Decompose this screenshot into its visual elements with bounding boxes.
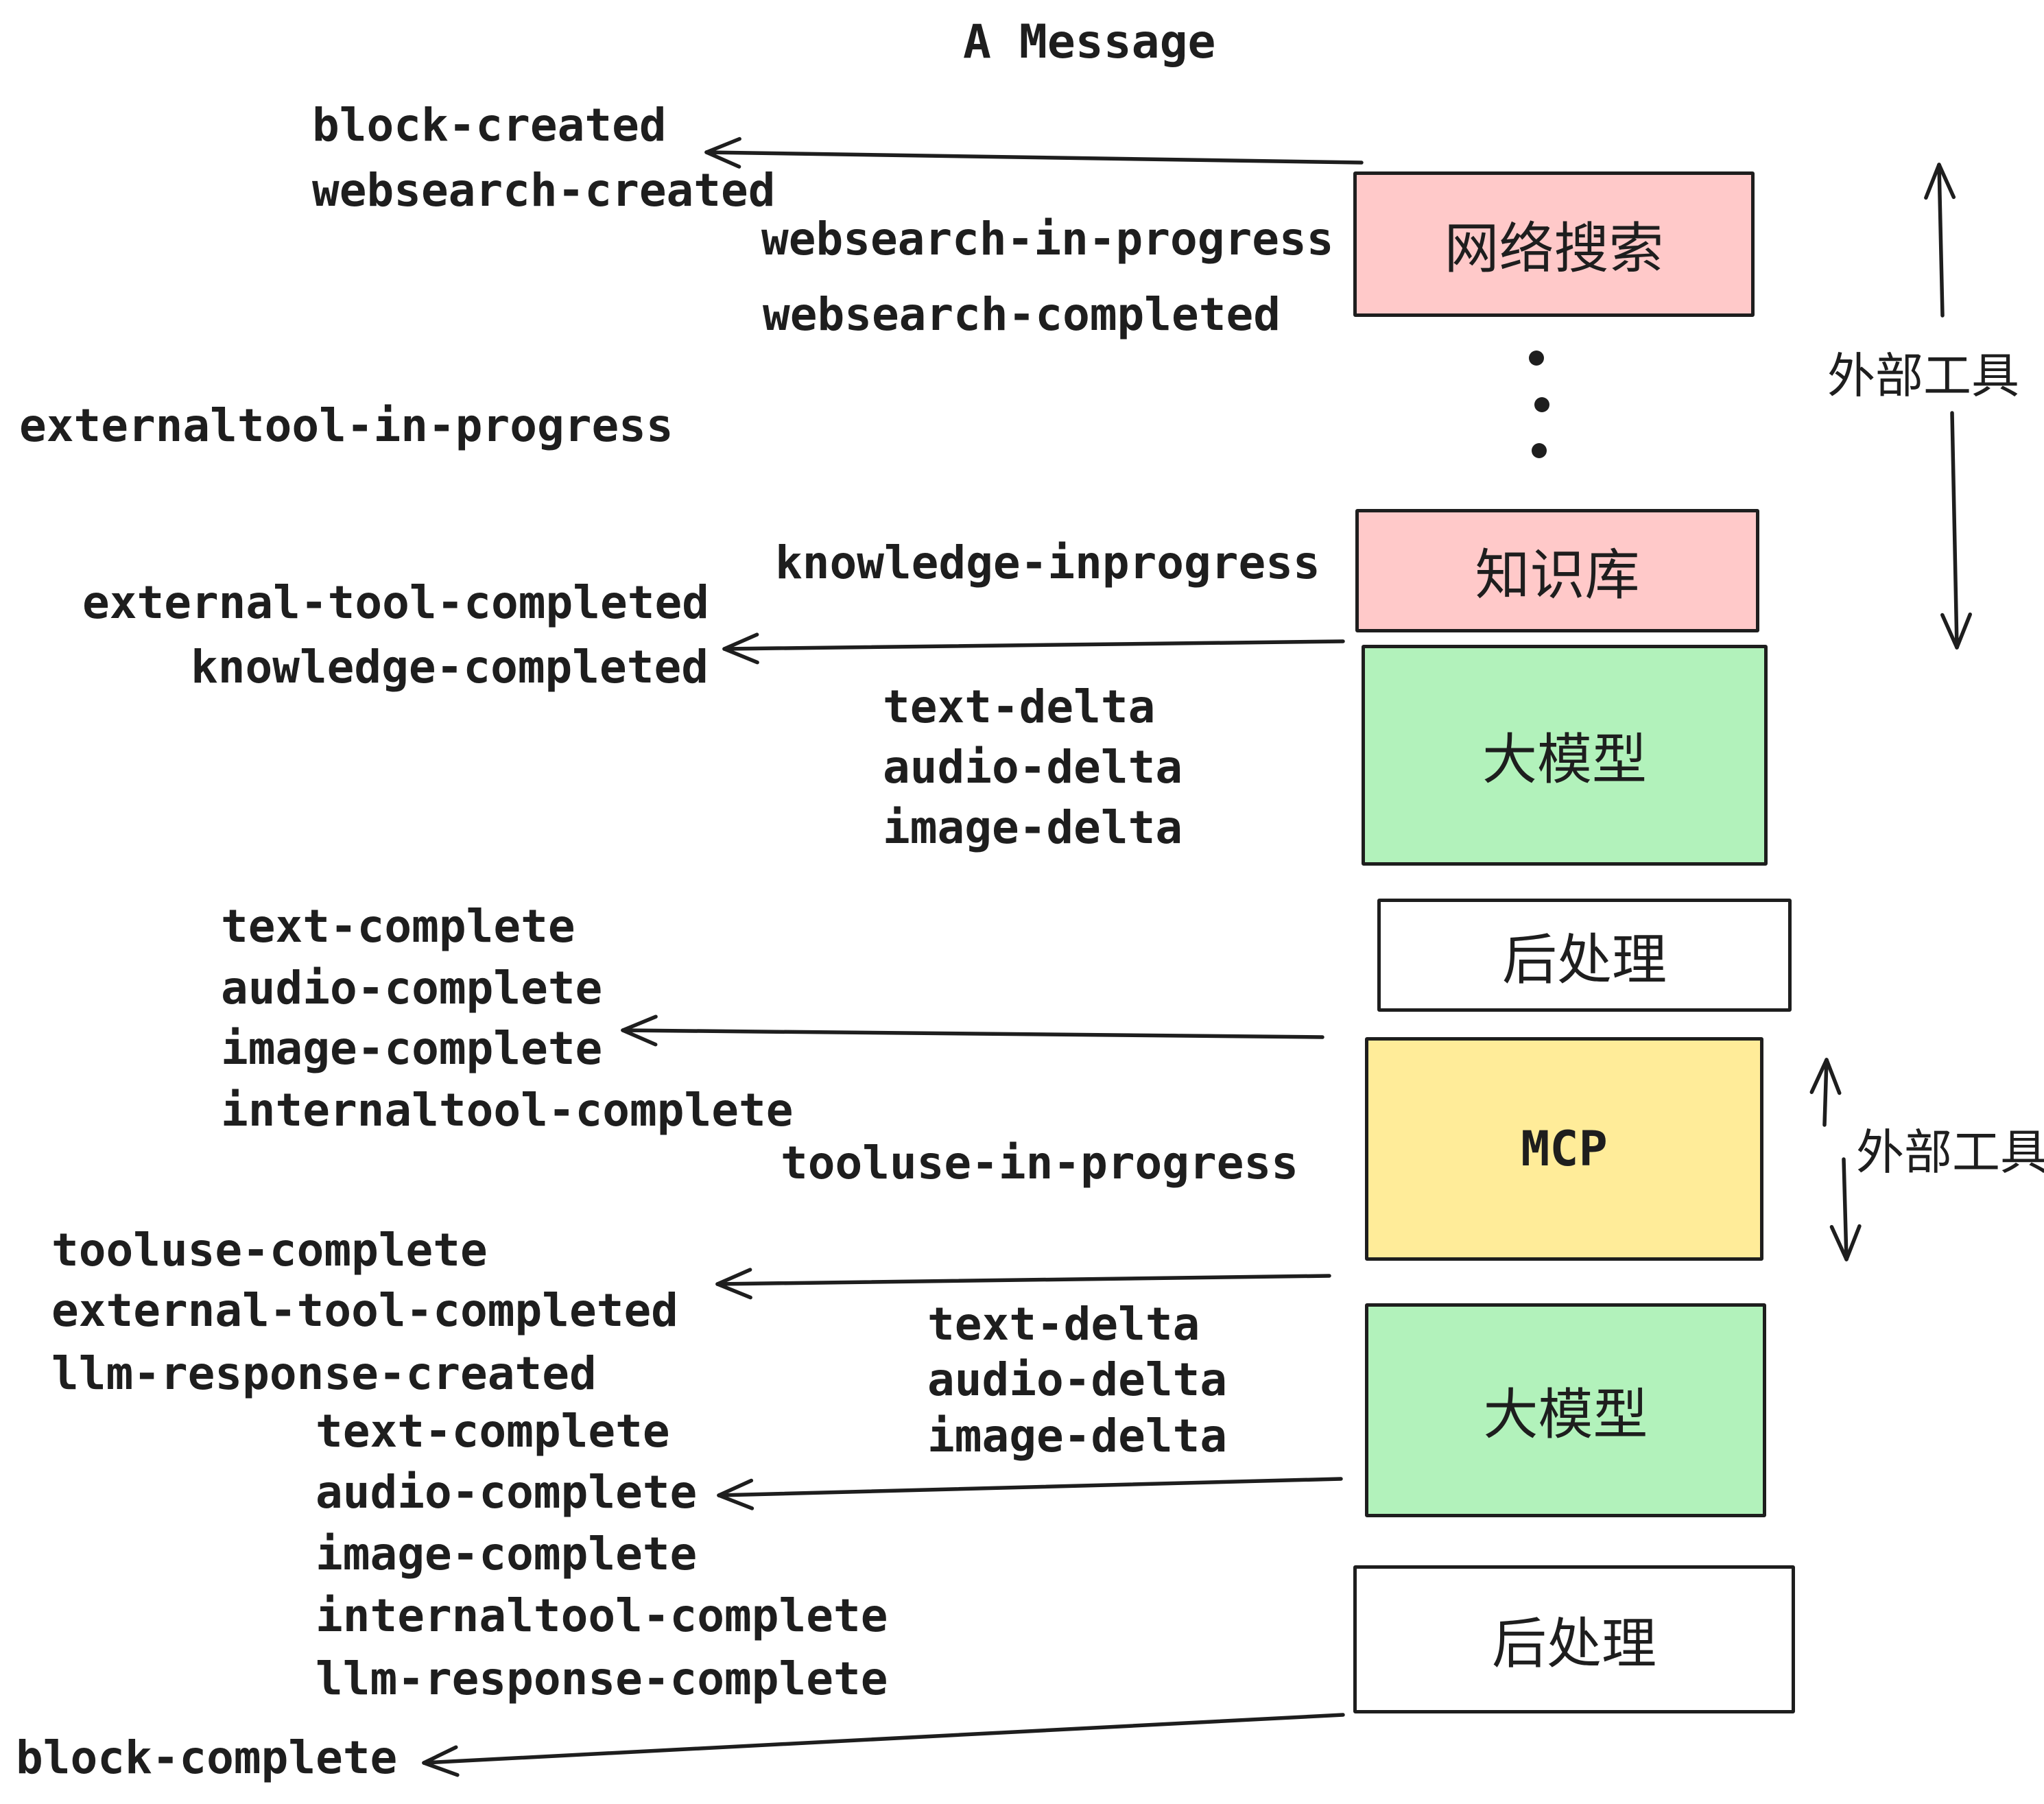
node-box: 知识库 [1355,509,1759,632]
event-label: block-created [312,99,667,152]
event-label: audio-complete [316,1466,698,1519]
arrow-shaft [722,639,1345,651]
arrowhead [1937,163,1956,200]
arrowhead [422,1761,460,1777]
box-label: 后处理 [1502,927,1667,992]
arrowhead [1955,612,1973,650]
arrowhead [715,1282,752,1300]
box-label: 大模型 [1482,728,1647,792]
event-label: internaltool-complete [316,1589,888,1642]
event-label: websearch-in-progress [761,213,1334,265]
page-title: A Message [963,15,1216,69]
node-box: 大模型 [1365,1303,1766,1517]
event-label: block-complete [16,1731,398,1784]
event-label: audio-delta [927,1353,1228,1406]
ellipsis-dot [1534,397,1549,412]
node-box: 后处理 [1353,1565,1795,1713]
event-label: tooluse-in-progress [781,1137,1298,1189]
arrowhead [717,1478,754,1497]
event-label: text-complete [221,900,575,953]
event-label: knowledge-inprogress [775,536,1320,589]
event-label: externaltool-in-progress [19,399,674,452]
arrowhead [722,647,759,665]
arrowhead [715,1268,752,1286]
event-label: external-tool-completed [82,576,709,629]
arrow-shaft [1950,411,1959,650]
event-label: image-delta [927,1410,1228,1462]
side-label: 外部工具 [1856,1124,2044,1180]
node-box: 后处理 [1377,899,1792,1012]
event-label: audio-delta [883,741,1183,794]
event-label: audio-complete [221,962,603,1014]
arrowhead [621,1028,658,1047]
event-label: tooluse-complete [51,1224,488,1277]
ellipsis-dot [1529,351,1544,366]
event-label: llm-response-complete [316,1652,888,1705]
event-label: llm-response-created [51,1347,597,1400]
side-label: 外部工具 [1827,348,2019,404]
arrow-shaft [1822,1058,1829,1127]
arrowhead [1829,1224,1849,1261]
node-box: MCP [1365,1037,1763,1261]
arrow-shaft [715,1274,1331,1286]
arrowhead [1809,1058,1829,1094]
event-label: external-tool-completed [51,1284,678,1337]
box-label: 知识库 [1475,543,1640,607]
event-label: text-delta [883,680,1156,733]
event-label: text-complete [316,1405,670,1458]
arrow-shaft [717,1477,1343,1497]
box-label: 后处理 [1492,1612,1656,1676]
arrowhead [1825,1058,1842,1095]
arrowhead [717,1493,754,1510]
arrowhead [722,632,759,651]
box-label: 网络搜索 [1444,217,1664,281]
arrow-shaft [1842,1157,1849,1261]
box-label: 大模型 [1483,1383,1648,1447]
event-label: websearch-completed [763,288,1281,341]
ellipsis-dot [1532,443,1547,458]
event-label: image-delta [883,801,1183,854]
event-label: image-complete [316,1528,698,1580]
arrowhead [704,137,741,154]
arrowhead [422,1745,458,1765]
arrowhead [704,150,741,169]
event-label: knowledge-completed [191,641,709,693]
node-box: 网络搜索 [1353,171,1755,317]
event-label: internaltool-complete [221,1084,794,1137]
event-label: image-complete [221,1022,603,1075]
arrowhead [1940,613,1959,650]
box-label: MCP [1521,1121,1608,1177]
event-label: websearch-created [312,164,776,217]
arrowhead [621,1014,658,1032]
arrow-shaft [621,1028,1324,1039]
event-label: text-delta [927,1298,1200,1351]
arrow-shaft [422,1713,1345,1765]
arrowhead [1844,1224,1862,1261]
arrow-shaft [1937,163,1945,318]
arrowhead [1924,163,1941,200]
node-box: 大模型 [1362,645,1768,866]
arrow-shaft [704,150,1364,165]
